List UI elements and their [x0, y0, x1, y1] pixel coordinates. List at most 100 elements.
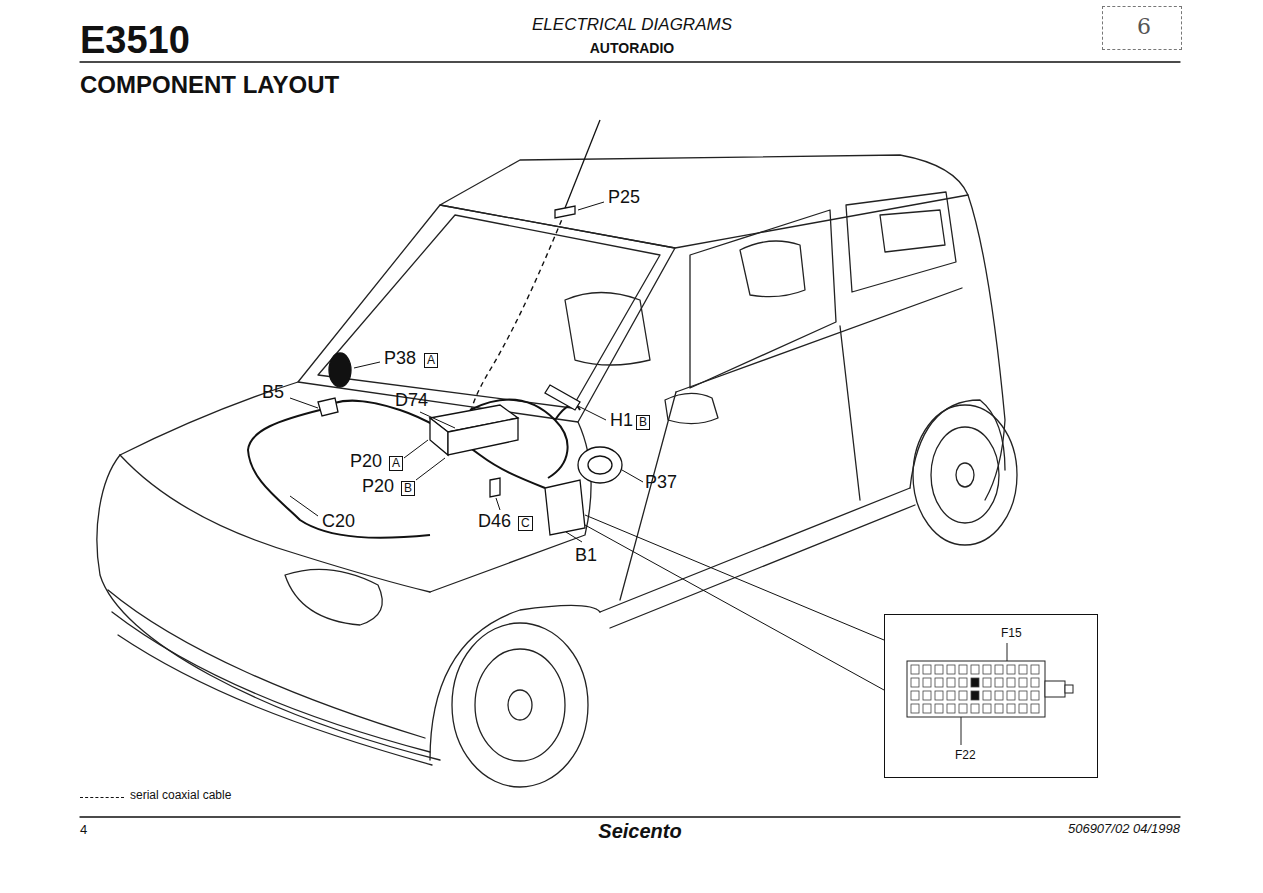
car-body — [118, 635, 432, 765]
sheet-code: E3510 — [80, 20, 190, 62]
callout-label: D74 — [395, 391, 428, 411]
car-body — [440, 155, 968, 248]
page-number: 4 — [80, 823, 87, 837]
sheet-tab: 6 — [1102, 6, 1182, 50]
leader-lines — [496, 498, 500, 510]
callout-label: D46 — [478, 512, 511, 532]
leader-lines — [566, 532, 582, 542]
fuse-symbol — [947, 665, 955, 674]
car-body — [120, 382, 298, 455]
fuse-symbol — [1019, 665, 1027, 674]
fuse-symbol — [961, 717, 962, 745]
leader-lines — [290, 202, 884, 690]
car-body — [956, 463, 974, 487]
section-heading: ELECTRICAL DIAGRAMS — [532, 16, 732, 35]
components — [578, 447, 622, 483]
fuse-symbol — [935, 665, 943, 674]
car-body — [846, 192, 956, 292]
car-body — [318, 215, 660, 408]
fuse-symbol — [1031, 665, 1039, 674]
fuse-symbol — [983, 678, 991, 687]
section-subheading: AUTORADIO — [590, 41, 675, 56]
fuse-symbol — [959, 678, 967, 687]
fuse-symbol — [1019, 678, 1027, 687]
car-body — [97, 155, 1017, 787]
car-body — [475, 649, 565, 761]
leader-lines — [622, 470, 643, 482]
legend-text: serial coaxial cable — [130, 789, 231, 802]
fuse-symbol — [959, 665, 967, 674]
fuse-symbol — [1007, 665, 1015, 674]
connector-letter: A — [389, 456, 403, 471]
fuse-symbol — [983, 704, 991, 713]
leader-lines — [420, 412, 455, 428]
wiring — [248, 410, 430, 538]
fuse-symbol — [959, 691, 967, 700]
fuse-symbol — [947, 704, 955, 713]
fuse-symbol — [935, 678, 943, 687]
components — [545, 385, 580, 410]
fuse-symbol — [959, 704, 967, 713]
fuse-symbol — [995, 665, 1003, 674]
document-code: 506907/02 04/1998 — [1068, 822, 1180, 836]
leader-lines — [290, 398, 318, 408]
callout-label: P20 — [362, 477, 394, 497]
fuse-symbol — [911, 678, 919, 687]
fuse-symbol — [923, 665, 931, 674]
wiring — [320, 401, 545, 488]
fuse-symbol — [1007, 643, 1008, 661]
components — [565, 120, 600, 208]
leader-lines — [585, 515, 884, 640]
leader-lines — [416, 458, 445, 480]
car-body — [600, 488, 910, 612]
fuse-symbol — [1007, 678, 1015, 687]
callout-label: B1 — [575, 546, 597, 566]
fuse-symbol — [983, 691, 991, 700]
components — [318, 120, 622, 535]
connector-letter: B — [636, 415, 650, 430]
car-body — [285, 569, 382, 625]
car-body — [880, 210, 945, 252]
fuse-symbol — [907, 661, 1045, 717]
car-body — [840, 326, 860, 500]
car-body — [565, 293, 650, 366]
car-body — [108, 590, 425, 738]
fuse-symbol — [1019, 704, 1027, 713]
fuse-symbol — [995, 678, 1003, 687]
car-body — [968, 195, 1005, 500]
fuse-symbol — [923, 678, 931, 687]
connector-letter: B — [401, 481, 415, 496]
page-rules — [80, 62, 1180, 817]
fuse-symbol — [947, 678, 955, 687]
components — [545, 480, 585, 535]
fuse-symbol — [1031, 691, 1039, 700]
fuse-symbol — [995, 691, 1003, 700]
fuse-symbol — [923, 704, 931, 713]
fuse-symbol — [911, 665, 919, 674]
car-body — [452, 623, 588, 787]
wiring — [248, 400, 580, 538]
fuse-symbol — [971, 678, 979, 687]
page-rules — [80, 816, 1180, 817]
connector-letter: C — [518, 516, 533, 531]
car-body — [610, 505, 915, 628]
car-body — [508, 690, 532, 720]
fuse-box-inset: F15F22 — [884, 614, 1098, 778]
callout-label: P38 — [384, 349, 416, 369]
fuse-symbol — [911, 691, 919, 700]
components — [490, 478, 500, 497]
fuse-symbol — [911, 704, 919, 713]
car-body — [676, 288, 962, 392]
callout-label: H1 — [610, 411, 633, 431]
callout-label: C20 — [322, 512, 355, 532]
car-body — [665, 393, 718, 423]
fuse-symbol — [971, 691, 979, 700]
node-text: F22 — [955, 749, 976, 762]
fuse-symbol — [935, 691, 943, 700]
callout-label: B5 — [262, 383, 284, 403]
callout-label: P25 — [608, 188, 640, 208]
page-title: COMPONENT LAYOUT — [80, 72, 339, 98]
leader-lines — [585, 525, 884, 690]
car-body — [298, 205, 675, 422]
